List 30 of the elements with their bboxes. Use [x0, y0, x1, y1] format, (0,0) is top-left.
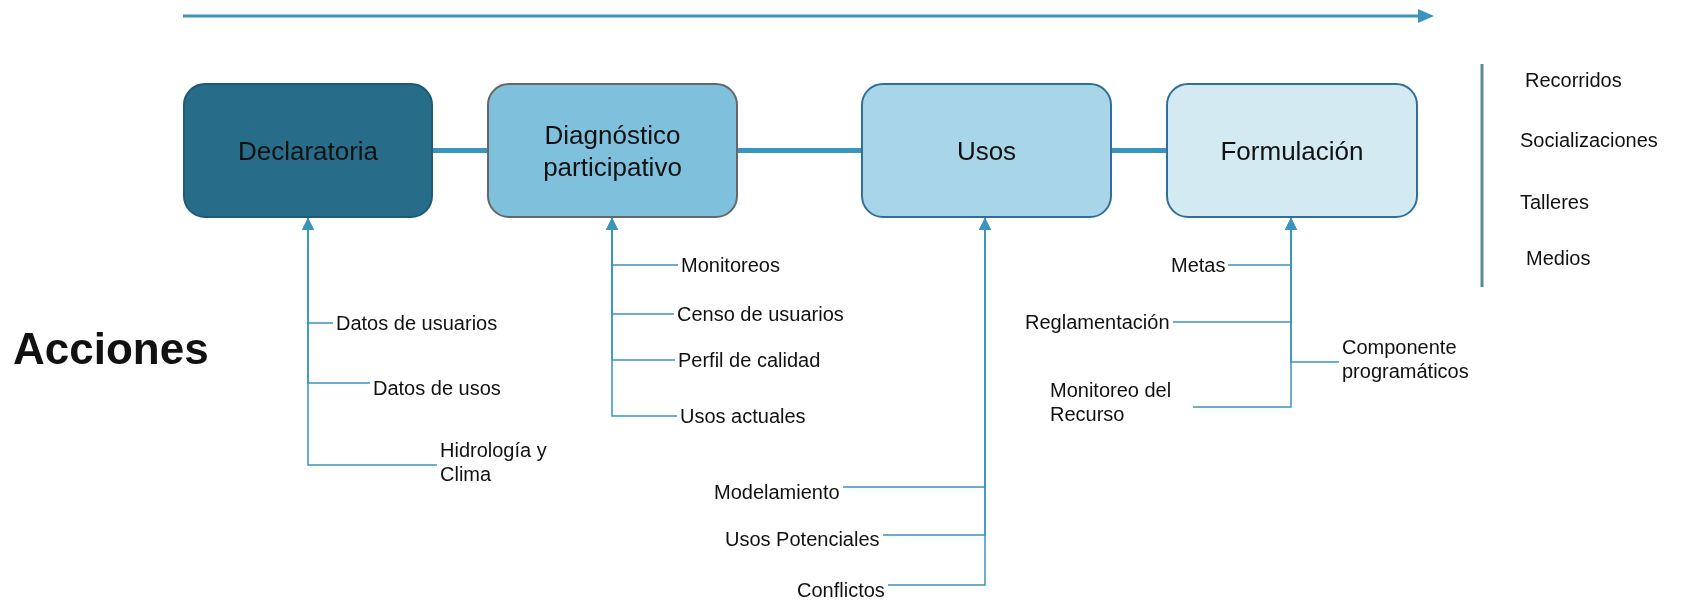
action-text: Censo de usuarios [677, 302, 844, 326]
method-text: Talleres [1520, 190, 1589, 214]
method-text: Medios [1526, 246, 1591, 270]
stage-box: Usos [861, 83, 1112, 218]
stage-box: Declaratoria [183, 83, 433, 218]
action-text: Monitoreo del Recurso [1050, 378, 1190, 426]
action-text: Datos de usuarios [336, 311, 498, 335]
stage-box: Formulación [1166, 83, 1418, 218]
action-text: Usos Potenciales [725, 527, 880, 551]
stage-box: Diagnóstico participativo [487, 83, 738, 218]
action-text: Monitoreos [681, 253, 780, 277]
connector-line [738, 148, 861, 153]
action-text: Perfil de calidad [678, 348, 821, 372]
action-text: Usos actuales [680, 404, 806, 428]
leader-line [887, 217, 991, 586]
method-text: Socializaciones [1520, 128, 1658, 152]
leader-line [302, 217, 438, 466]
action-text: Conflictos [797, 578, 885, 602]
section-heading: Acciones [13, 324, 209, 374]
leader-line [1285, 217, 1340, 363]
action-text: Hidrología y Clima [440, 438, 575, 486]
action-text: Componente programáticos [1342, 335, 1502, 383]
connector-line [1112, 148, 1166, 153]
connector-line [433, 148, 487, 153]
leader-line [606, 217, 678, 417]
action-text: Modelamiento [714, 480, 840, 504]
action-text: Datos de usos [373, 376, 501, 400]
action-text: Reglamentación [1025, 310, 1170, 334]
action-text: Metas [1171, 253, 1226, 277]
method-text: Recorridos [1525, 68, 1622, 92]
